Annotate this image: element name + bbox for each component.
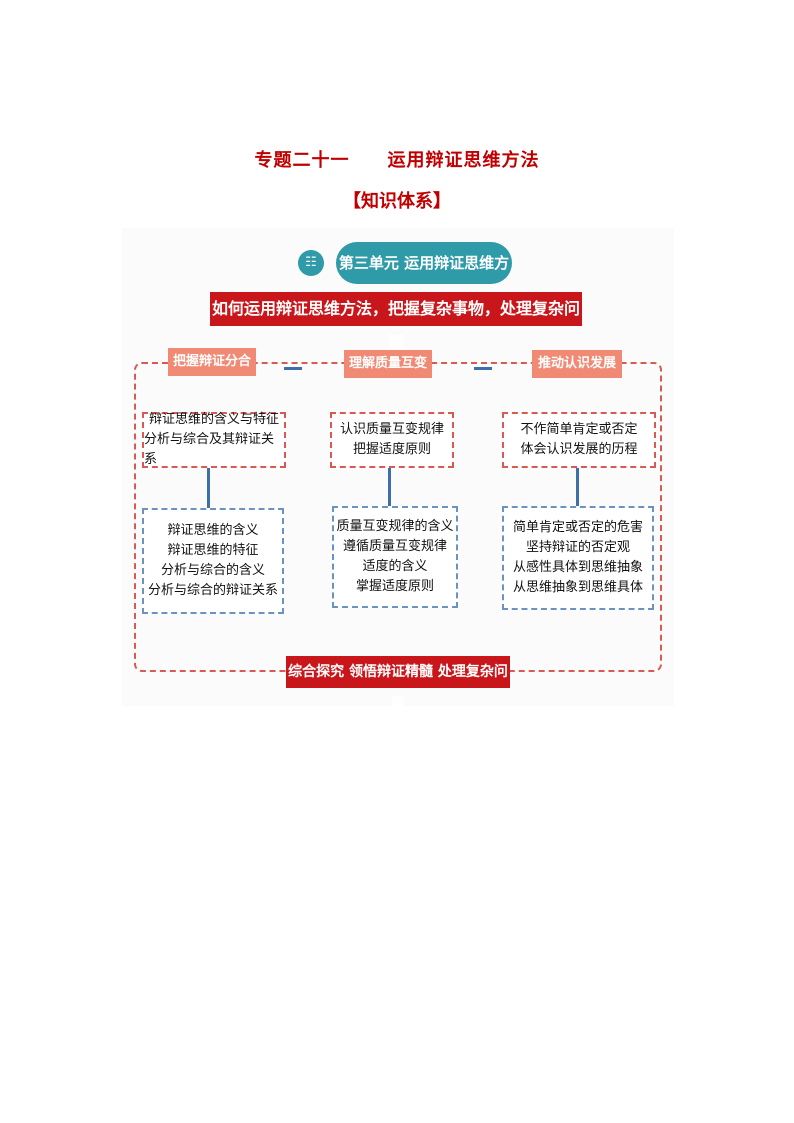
page-title: 专题二十一 运用辩证思维方法	[0, 146, 794, 172]
main-question-banner: 如何运用辩证思维方法，把握复杂事物，处理复杂问题	[210, 292, 582, 352]
summary-line: 不作简单肯定或否定	[520, 422, 638, 437]
knowledge-diagram: ☷ 第三单元 运用辩证思维方法 如何运用辩证思维方法，把握复杂事物，处理复杂问题…	[122, 228, 674, 712]
summary-box-3: 不作简单肯定或否定 体会认识发展的历程	[502, 412, 656, 468]
connector-line-3	[576, 468, 579, 506]
title-topic-name: 运用辩证思维方法	[387, 150, 540, 171]
detail-box-2: 质量互变规律的含义 遵循质量互变规律 适度的含义 掌握适度原则	[332, 506, 458, 608]
detail-box-1: 辩证思维的含义 辩证思维的特征 分析与综合的含义 分析与综合的辩证关系	[142, 508, 284, 614]
detail-line: 简单肯定或否定的危害	[512, 520, 643, 535]
detail-line: 坚持辩证的否定观	[525, 540, 630, 555]
summary-box-2: 认识质量互变规律 把握适度原则	[330, 412, 454, 468]
title-topic-number: 专题二十一	[254, 150, 350, 171]
detail-box-3: 简单肯定或否定的危害 坚持辩证的否定观 从感性具体到思维抽象 从思维抽象到思维具…	[502, 506, 654, 610]
summary-line: 把握适度原则	[352, 442, 431, 457]
summary-box-1: 辩证思维的含义与特征 分析与综合及其辩证关系	[142, 412, 286, 468]
column-heading-1: 把握辩证分合	[168, 348, 256, 376]
summary-line: 体会认识发展的历程	[520, 442, 638, 457]
detail-line: 适度的含义	[362, 559, 428, 574]
section-heading: 【知识体系】	[343, 191, 451, 212]
detail-line: 遵循质量互变规律	[342, 539, 447, 554]
detail-line: 从感性具体到思维抽象	[512, 560, 643, 575]
column-heading-3: 推动认识发展	[532, 350, 622, 378]
connector-line-2	[388, 468, 391, 506]
connector-line-1	[207, 468, 210, 508]
detail-line: 质量互变规律的含义	[336, 519, 454, 534]
summary-line: 认识质量互变规律	[339, 422, 444, 437]
unit-title: 第三单元 运用辩证思维方法	[336, 242, 512, 314]
detail-line: 辩证思维的特征	[167, 543, 259, 558]
connector-dash-1	[284, 367, 302, 370]
detail-line: 辩证思维的含义	[167, 523, 259, 538]
bottom-banner: 综合探究 领悟辩证精髓 处理复杂问题	[286, 656, 510, 712]
summary-line: 分析与综合及其辩证关系	[144, 432, 275, 467]
detail-line: 分析与综合的辩证关系	[147, 583, 278, 598]
column-heading-2: 理解质量互变	[344, 350, 432, 378]
detail-line: 分析与综合的含义	[160, 563, 265, 578]
book-icon: ☷	[298, 250, 324, 276]
summary-line: 辩证思维的含义与特征	[148, 412, 279, 427]
detail-line: 从思维抽象到思维具体	[512, 580, 643, 595]
connector-dash-2	[474, 367, 492, 370]
detail-line: 掌握适度原则	[355, 579, 434, 594]
